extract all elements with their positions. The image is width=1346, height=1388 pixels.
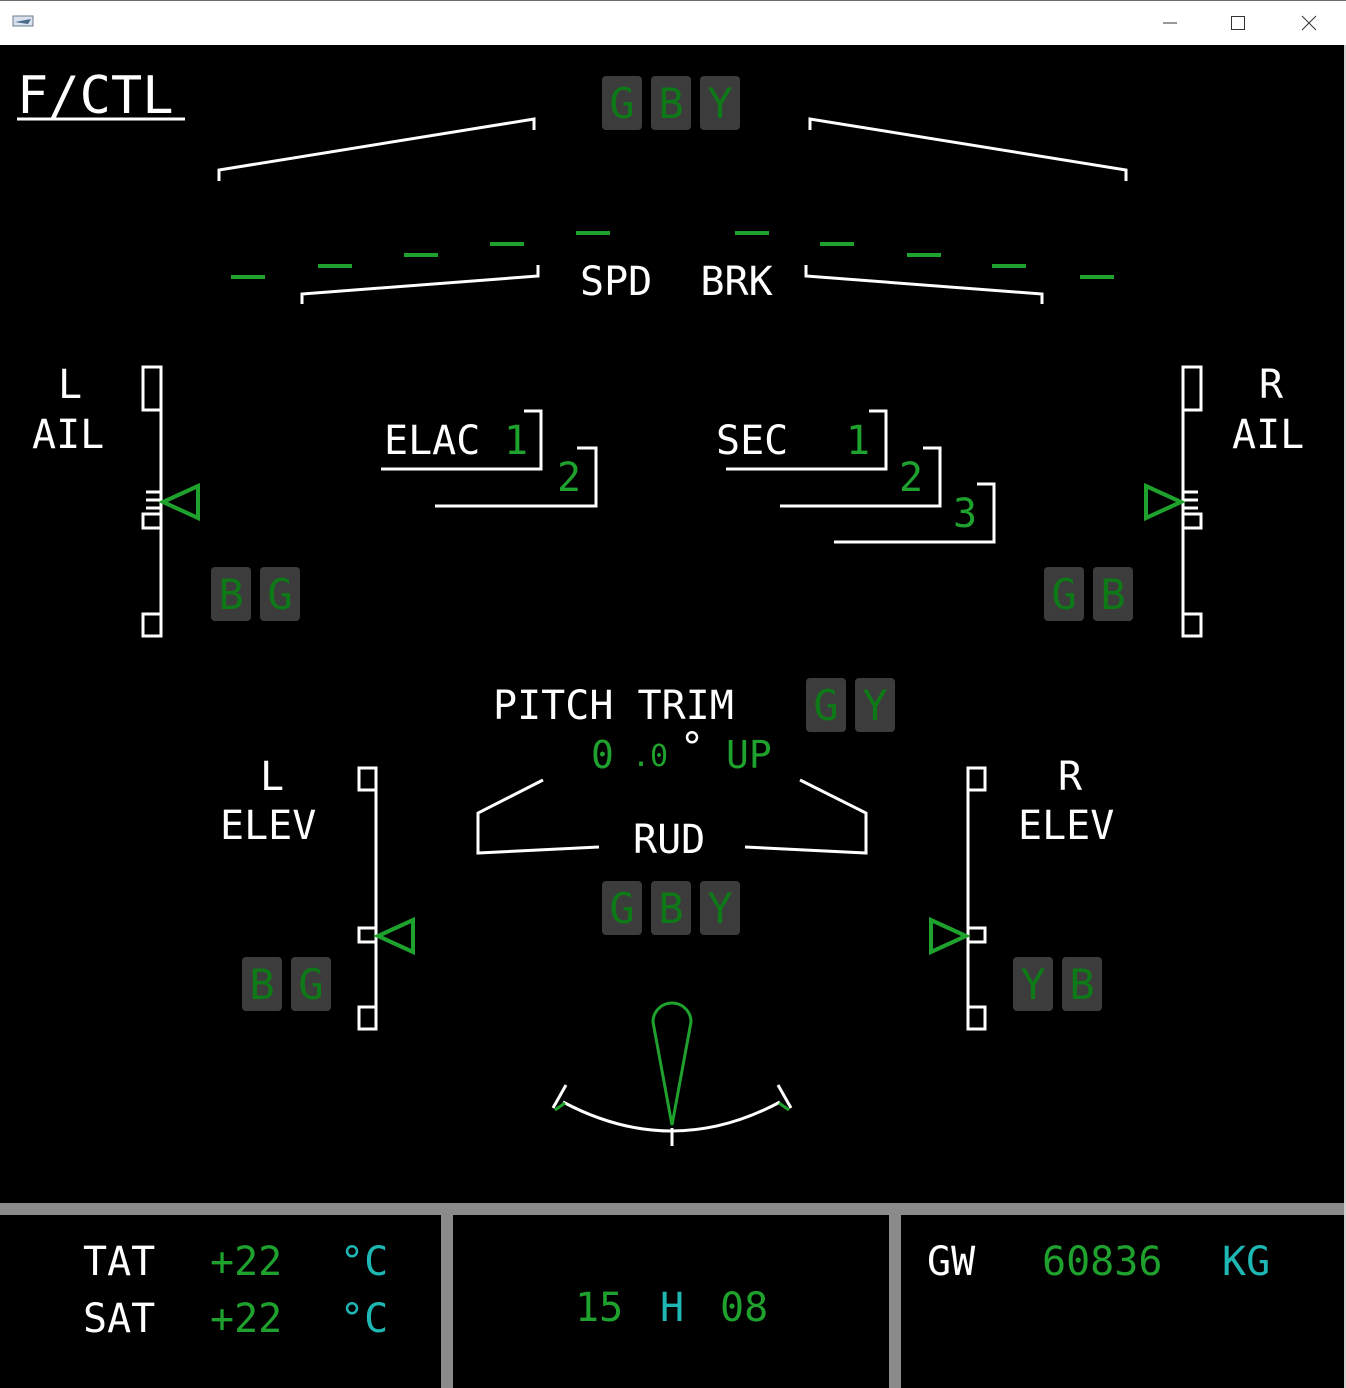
right-ail-hyd-green: G [1044,567,1084,621]
sat-value: +22 [210,1296,283,1342]
window-right-border [1344,45,1346,1388]
sat-label: SAT [83,1296,156,1342]
left-elev-hyd-blue: B [242,957,282,1011]
right-ail-hyd-blue: B [1093,567,1133,621]
fctl-ecam-screen [0,45,1344,1388]
close-button[interactable] [1274,1,1344,45]
right-ail-label: AIL [1232,412,1305,458]
spd-brk-label: SPD BRK [580,259,773,305]
gw-label: GW [927,1239,976,1285]
right-elevator-pointer [929,916,971,956]
elac-1-status: 1 [504,418,529,464]
rudder-hyd-blue: B [651,881,691,935]
elac-label: ELAC [384,418,481,464]
rudder-label: RUD [633,817,706,863]
sec-brackets [726,409,996,544]
spoiler-hyd-blue: B [651,76,691,130]
pitch-trim-value-int: 0 [591,733,614,777]
left-elev-hyd-green: G [291,957,331,1011]
right-aileron-pointer [1144,482,1186,522]
right-elev-letter: R [1058,754,1083,800]
footer-separator [0,1203,1344,1215]
elac-2-status: 2 [557,455,582,501]
sec-3-status: 3 [953,491,978,537]
right-elev-hyd-yellow: Y [1013,957,1053,1011]
pitch-trim-degree: ° [680,725,705,771]
spd-brk-left-line [300,265,540,304]
elac-brackets [381,409,598,508]
sec-label: SEC [716,418,789,464]
left-ail-letter: L [58,362,83,408]
maximize-button[interactable] [1203,1,1273,45]
rudder-limit-left-green [554,1101,566,1112]
left-aileron-scale [141,365,163,638]
sat-unit: °C [340,1296,389,1342]
left-elevator-pointer [373,916,415,956]
pitch-trim-direction: UP [726,733,772,777]
gw-unit: KG [1222,1239,1271,1285]
fctl-synoptic-drawing [0,117,1344,1388]
left-ail-hyd-blue: B [211,567,251,621]
sec-2-status: 2 [899,455,924,501]
tat-unit: °C [340,1239,389,1285]
right-ail-letter: R [1259,362,1284,408]
spoiler-hyd-green: G [602,76,642,130]
right-aileron-scale [1181,365,1203,638]
right-wing-line [808,117,1128,181]
rudder-frame [476,778,868,855]
pitch-trim-label: PITCH TRIM [493,683,734,729]
sec-1-status: 1 [846,418,871,464]
tat-label: TAT [83,1239,156,1285]
right-elevator-scale [966,766,987,1031]
right-elev-hyd-blue: B [1062,957,1102,1011]
rudder-limit-left [551,1084,568,1109]
spd-brk-right-line [804,265,1044,304]
right-elev-label: ELEV [1018,803,1115,849]
utc-minutes: 08 [720,1285,769,1331]
pitch-trim-hyd-yellow: Y [855,678,895,732]
tat-value: +22 [210,1239,283,1285]
utc-hours: 15 [575,1285,624,1331]
close-icon [1301,15,1317,31]
footer-divider-2 [889,1215,901,1388]
spoiler-hyd-yellow: Y [700,76,740,130]
left-aileron-pointer [158,482,200,522]
rudder-limit-right-green [778,1101,790,1112]
page-title: F/CTL [17,66,174,126]
spoiler-indicators [231,231,1114,279]
rudder-hyd-yellow: Y [700,881,740,935]
window-titlebar [0,0,1346,45]
left-ail-label: AIL [32,412,105,458]
rudder-position-symbol [651,1001,693,1126]
left-wing-line [217,117,536,181]
left-elevator-scale [357,766,378,1031]
gw-value: 60836 [1042,1239,1163,1285]
left-elev-label: ELEV [220,803,317,849]
rudder-hyd-green: G [602,881,642,935]
utc-separator: H [660,1285,685,1331]
aircraft-app-icon [12,15,34,27]
minimize-button[interactable] [1135,1,1205,45]
footer-divider-1 [441,1215,453,1388]
left-elev-letter: L [260,754,285,800]
maximize-icon [1231,16,1245,30]
left-ail-hyd-green: G [260,567,300,621]
pitch-trim-value-dec: .0 [632,739,669,774]
rudder-limit-right [776,1084,793,1109]
minimize-icon [1163,22,1177,24]
pitch-trim-hyd-green: G [806,678,846,732]
